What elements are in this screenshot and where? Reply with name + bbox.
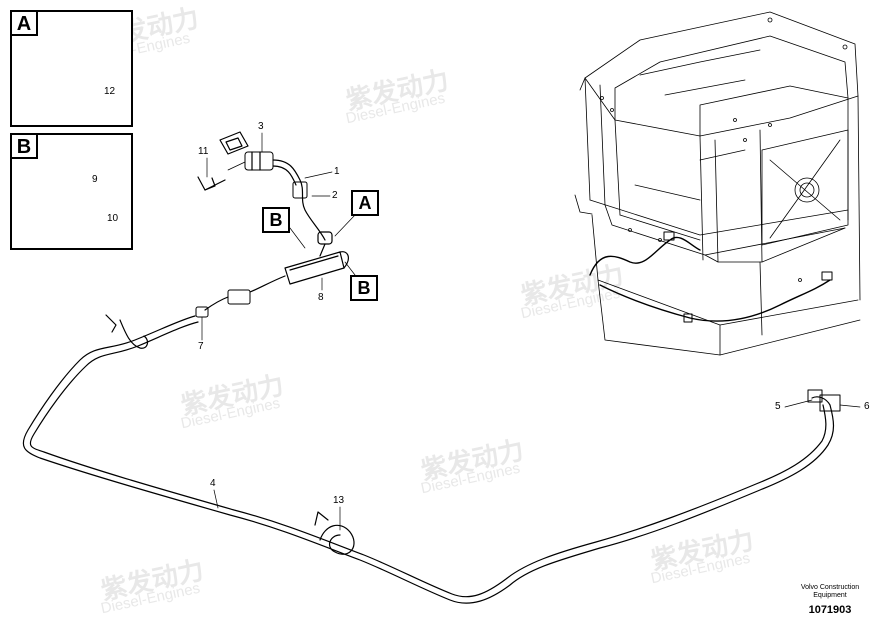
harness-4 — [22, 314, 841, 604]
callout-12: 12 — [104, 86, 116, 97]
cab-frame — [574, 11, 861, 356]
upper-harness — [195, 131, 349, 318]
callout-8: 8 — [318, 292, 324, 303]
ref-tag-b-right: B — [350, 275, 378, 301]
detail-box-b-tag: B — [10, 133, 38, 159]
callout-2: 2 — [332, 190, 338, 201]
leader-lines — [201, 132, 861, 531]
callout-13: 13 — [333, 495, 345, 506]
footer: Volvo Construction Equipment 1071903 — [780, 584, 880, 616]
callout-11: 11 — [198, 146, 209, 157]
callout-10: 10 — [107, 213, 119, 224]
footer-brand-line1: Volvo Construction — [800, 584, 860, 591]
callout-5: 5 — [775, 401, 781, 412]
detail-box-a: A 12 — [10, 10, 133, 127]
callout-4: 4 — [210, 478, 216, 489]
callout-6: 6 — [864, 401, 870, 412]
callout-1: 1 — [334, 166, 340, 177]
detail-box-b: B 9 10 — [10, 133, 133, 250]
footer-doc-number: 1071903 — [808, 604, 852, 616]
callout-7: 7 — [198, 341, 204, 352]
callout-3: 3 — [258, 121, 264, 132]
footer-brand-line2: Equipment — [813, 592, 847, 599]
ref-tag-b-left: B — [262, 207, 290, 233]
callout-9: 9 — [92, 174, 98, 185]
ref-tag-a: A — [351, 190, 379, 216]
detail-box-a-tag: A — [10, 10, 38, 36]
